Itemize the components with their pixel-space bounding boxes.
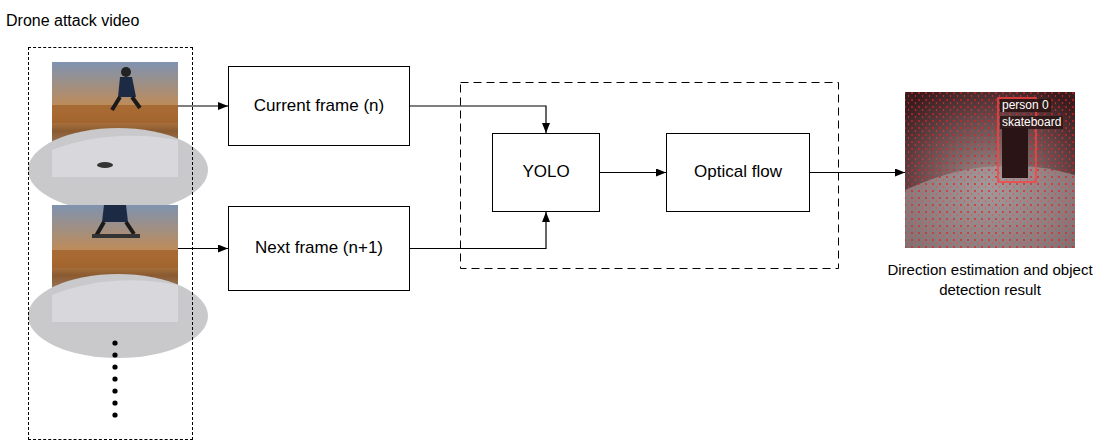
detection-label: skateboard [1000,116,1063,129]
group-heading: Drone attack video [6,11,139,30]
video-frame [28,62,208,212]
continuation-dots [112,340,117,417]
box-label: YOLO [522,162,569,182]
result-image [905,92,1075,248]
process-box: Current frame (n) [228,66,410,146]
flow-arrow [810,172,905,173]
video-frame [28,205,208,358]
flow-arrow [178,248,228,249]
box-label: Next frame (n+1) [255,238,383,258]
process-box: YOLO [492,133,600,212]
flow-arrow [178,105,228,106]
box-label: Optical flow [694,162,782,182]
processing-group [461,83,839,269]
process-box: Next frame (n+1) [228,206,410,291]
process-box: Optical flow [666,133,810,212]
result-caption: Direction estimation and object detectio… [880,260,1100,299]
box-label: Current frame (n) [254,96,384,116]
video-group: Drone attack video [28,47,193,440]
flow-arrow [410,212,546,249]
detection-label: person 0 [1000,99,1051,112]
flow-arrow [410,106,546,133]
flow-arrow [600,172,666,173]
